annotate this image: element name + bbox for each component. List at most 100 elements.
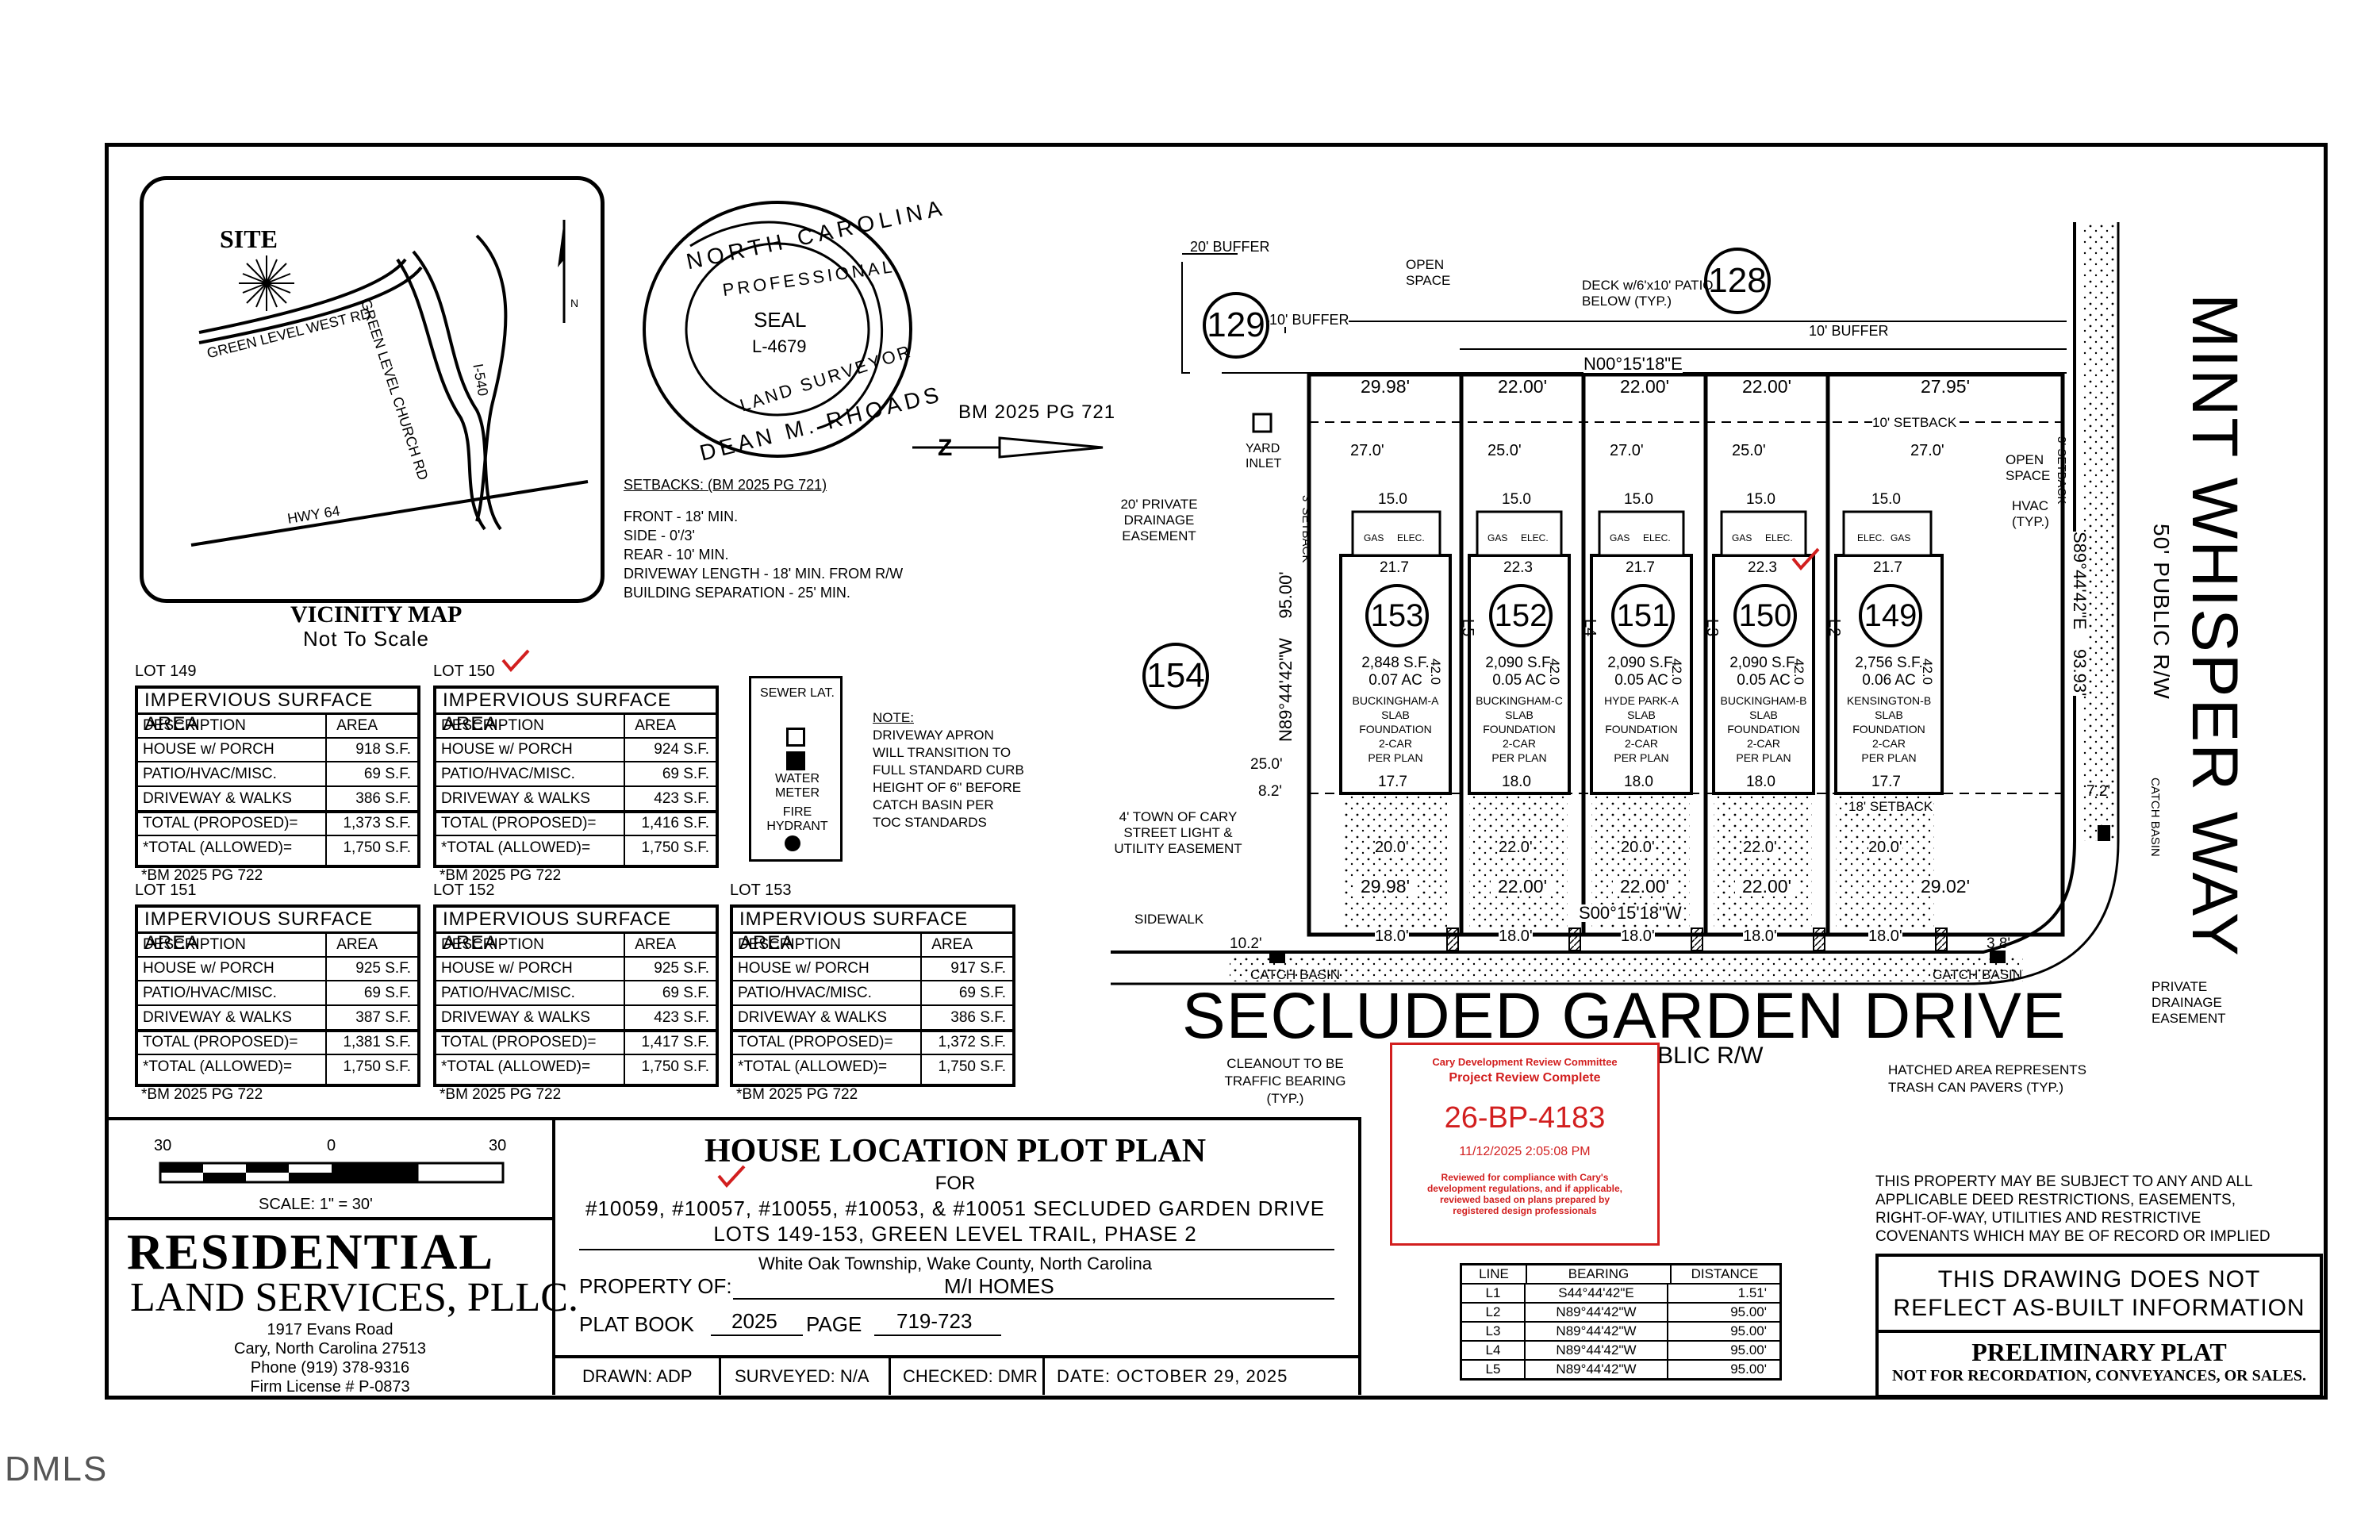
row-area: 69 S.F. — [363, 766, 411, 782]
house-model: BUCKINGHAM-C — [1476, 694, 1563, 707]
right-bearing-value: S89°44'42"E — [2070, 532, 2090, 630]
driveway-dim: 20.0' — [1375, 839, 1409, 856]
check-mark-icon — [1791, 547, 1820, 571]
house-width-dim: 21.7 — [1626, 559, 1655, 576]
lot-square-feet: 2,756 S.F. — [1855, 655, 1923, 671]
lot-number-badge: 153 — [1365, 584, 1429, 647]
house-model: KENSINGTON-B — [1846, 694, 1932, 707]
house-foundation: FOUNDATION — [1727, 723, 1800, 735]
house-width-dim: 22.3 — [1748, 559, 1777, 576]
row-description: *TOTAL (ALLOWED)= — [143, 1058, 293, 1075]
meter-label: ELEC. — [1765, 532, 1793, 543]
house-foundation: FOUNDATION — [1483, 723, 1556, 735]
row-description: *TOTAL (ALLOWED)= — [738, 1058, 888, 1075]
row-description: PATIO/HVAC/MISC. — [143, 985, 277, 1001]
line-table-cell: 95.00' — [1730, 1342, 1767, 1358]
porch-dim: 18.0 — [1502, 774, 1531, 790]
street-side-row: 50' PUBLIC R/W — [2149, 524, 2174, 700]
cell-divider — [1042, 1355, 1045, 1395]
walk-dim: 18.0' — [1499, 927, 1533, 945]
check-mark-icon — [501, 649, 530, 673]
column-divider — [624, 933, 625, 1084]
street-light-easement: 4' TOWN OF CARY STREET LIGHT & UTILITY E… — [1114, 809, 1242, 856]
dim-10-2: 10.2' — [1230, 935, 1262, 952]
row-description: HOUSE w/ PORCH — [441, 960, 573, 977]
row-description: DRIVEWAY & WALKS — [143, 790, 292, 807]
note-line: CATCH BASIN PER — [873, 797, 994, 812]
impervious-lot-label: LOT 153 — [730, 881, 792, 899]
lot-front-dim: 22.00' — [1613, 878, 1676, 896]
stamp-note: registered design professionals — [1453, 1205, 1597, 1216]
lot-square-feet: 2,848 S.F. — [1361, 655, 1430, 671]
row-description: *TOTAL (ALLOWED)= — [143, 839, 293, 856]
house-garage: 2-CAR — [1378, 737, 1412, 750]
house-foundation: FOUNDATION — [1359, 723, 1432, 735]
lot-square-feet: 2,090 S.F. — [1485, 655, 1553, 671]
stamp-number: 26-BP-4183 — [1444, 1101, 1606, 1135]
row-description: DRIVEWAY & WALKS — [441, 790, 590, 807]
row-description: TOTAL (PROPOSED)= — [143, 1034, 298, 1050]
seal-center: SEAL — [754, 308, 807, 332]
porch-dim: 18.0 — [1624, 774, 1653, 790]
setback-3-right: 3' SETBACK — [2055, 436, 2068, 505]
line-label-l5: L5 — [1459, 619, 1476, 637]
drawn-by: DRAWN: ADP — [582, 1366, 693, 1386]
line-table-cell: 95.00' — [1730, 1304, 1767, 1319]
check-mark-icon — [717, 1165, 746, 1189]
hydrant-icon — [785, 835, 800, 851]
plat-book-line — [711, 1335, 803, 1336]
scale-mid: 0 — [327, 1137, 336, 1154]
deck-width-dim: 15.0 — [1502, 491, 1531, 508]
house-slab: SLAB — [1627, 709, 1656, 721]
header-area: AREA — [635, 936, 676, 953]
legend-sewer: SEWER LAT. — [760, 686, 835, 700]
property-of-line — [733, 1298, 1334, 1300]
impervious-table-row: *TOTAL (ALLOWED)=1,750 S.F. — [436, 837, 716, 859]
row-area: 1,381 S.F. — [343, 1034, 411, 1050]
svg-text:Z: Z — [938, 435, 952, 461]
hatched-area-label: HATCHED AREA REPRESENTS TRASH CAN PAVERS… — [1888, 1062, 2087, 1095]
surveyor-seal: NORTH CAROLINA PROFESSIONAL SEAL L-4679 … — [635, 190, 948, 468]
title-block: HOUSE LOCATION PLOT PLAN FOR #10059, #10… — [552, 1117, 1361, 1395]
walk-dim: 18.0' — [1743, 927, 1777, 945]
row-area: 917 S.F. — [950, 960, 1006, 977]
setback-separation: BUILDING SEPARATION - 25' MIN. — [624, 585, 850, 601]
property-of-value: M/I HOMES — [944, 1274, 1054, 1298]
asbuilt-line: THIS DRAWING DOES NOT — [1937, 1266, 2261, 1292]
plat-book-label: PLAT BOOK — [579, 1312, 694, 1336]
column-divider — [624, 714, 625, 865]
utility-legend: SEWER LAT. WATER METER FIRE HYDRANT — [749, 676, 843, 862]
lot-rear-dim: 29.98' — [1361, 376, 1410, 397]
meter-label: ELEC. — [1857, 532, 1885, 543]
legend-water: WATER METER — [775, 772, 820, 800]
house-width-dim: 21.7 — [1380, 559, 1409, 576]
row-area: 924 S.F. — [654, 741, 709, 758]
porch-dim: 18.0 — [1746, 774, 1775, 790]
sewer-icon — [786, 728, 805, 747]
review-stamp: Cary Development Review Committee Projec… — [1390, 1043, 1660, 1246]
impervious-lot-label: LOT 152 — [433, 881, 495, 899]
note-line: FULL STANDARD CURB — [873, 762, 1024, 778]
house-per-plan: PER PLAN — [1861, 751, 1917, 764]
impervious-table-row: *TOTAL (ALLOWED)=1,750 S.F. — [436, 1056, 716, 1078]
plan-lots: LOTS 149-153, GREEN LEVEL TRAIL, PHASE 2 — [713, 1222, 1197, 1246]
line-table-cell: L3 — [1462, 1323, 1526, 1340]
seal-license: L-4679 — [752, 336, 807, 356]
setbacks-list: FRONT - 18' MIN. SIDE - 0'/3' REAR - 10'… — [624, 509, 903, 605]
house-garage: 2-CAR — [1871, 737, 1906, 750]
house-width-dim: 21.7 — [1873, 559, 1902, 576]
site-label: SITE — [220, 225, 278, 253]
asbuilt-line: REFLECT AS-BUILT INFORMATION — [1893, 1295, 2305, 1321]
row-description: PATIO/HVAC/MISC. — [441, 766, 575, 782]
vicinity-map-subtitle: Not To Scale — [303, 627, 429, 651]
row-description: DRIVEWAY & WALKS — [143, 1009, 292, 1026]
